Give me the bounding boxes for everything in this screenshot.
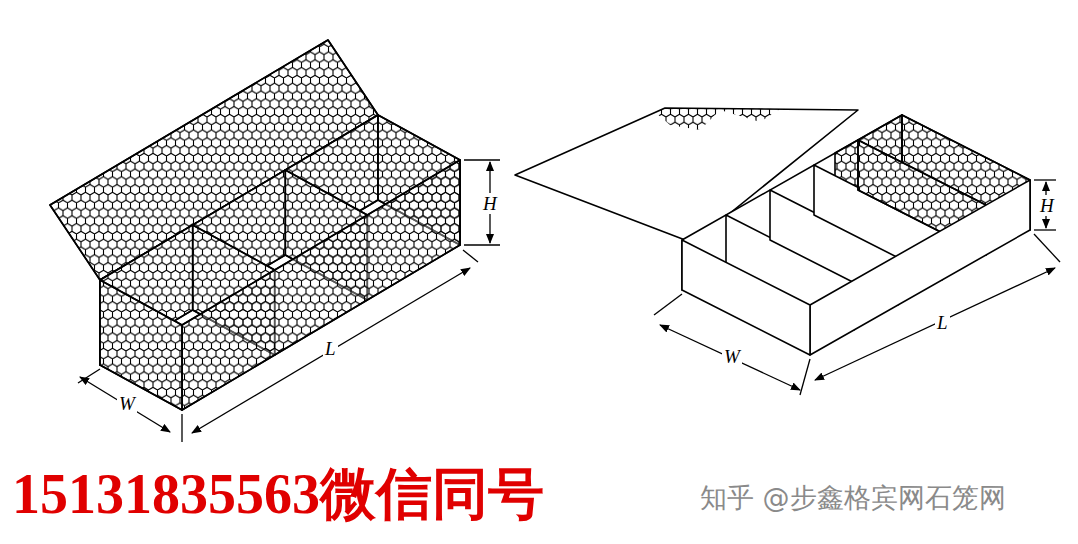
dimension-label: L [323, 338, 338, 359]
dimension-label: L [935, 312, 950, 333]
watermark: 知乎 @步鑫格宾网石笼网 [700, 484, 1006, 511]
left-gabion [50, 40, 460, 410]
dimension-label: H [481, 193, 499, 214]
dimension-lines [78, 160, 500, 442]
dimension-lines [654, 180, 1060, 395]
right-gabion [682, 115, 1030, 355]
dimension-label: W [117, 393, 137, 414]
dimension-label: W [722, 346, 742, 367]
contact-text: 15131835563微信同号 [12, 466, 544, 522]
dimension-label: H [1038, 195, 1056, 216]
